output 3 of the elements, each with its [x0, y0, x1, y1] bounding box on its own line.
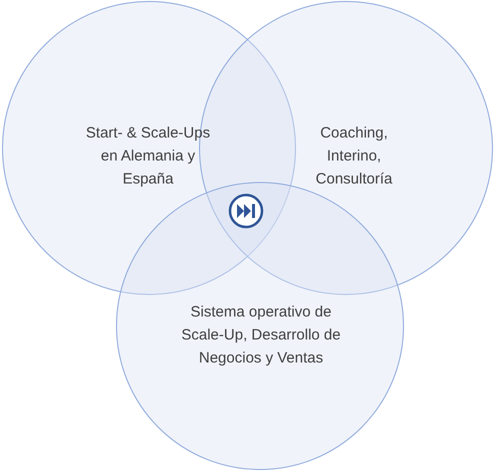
circle-label: Start- & Scale-Ups en Alemania y España: [84, 124, 212, 190]
circle-label: Sistema operativo de Scale-Up, Desarrollo de Negocios y Ventas: [180, 302, 342, 368]
circle-label: Coaching, Interino, Consultoría: [314, 124, 394, 190]
